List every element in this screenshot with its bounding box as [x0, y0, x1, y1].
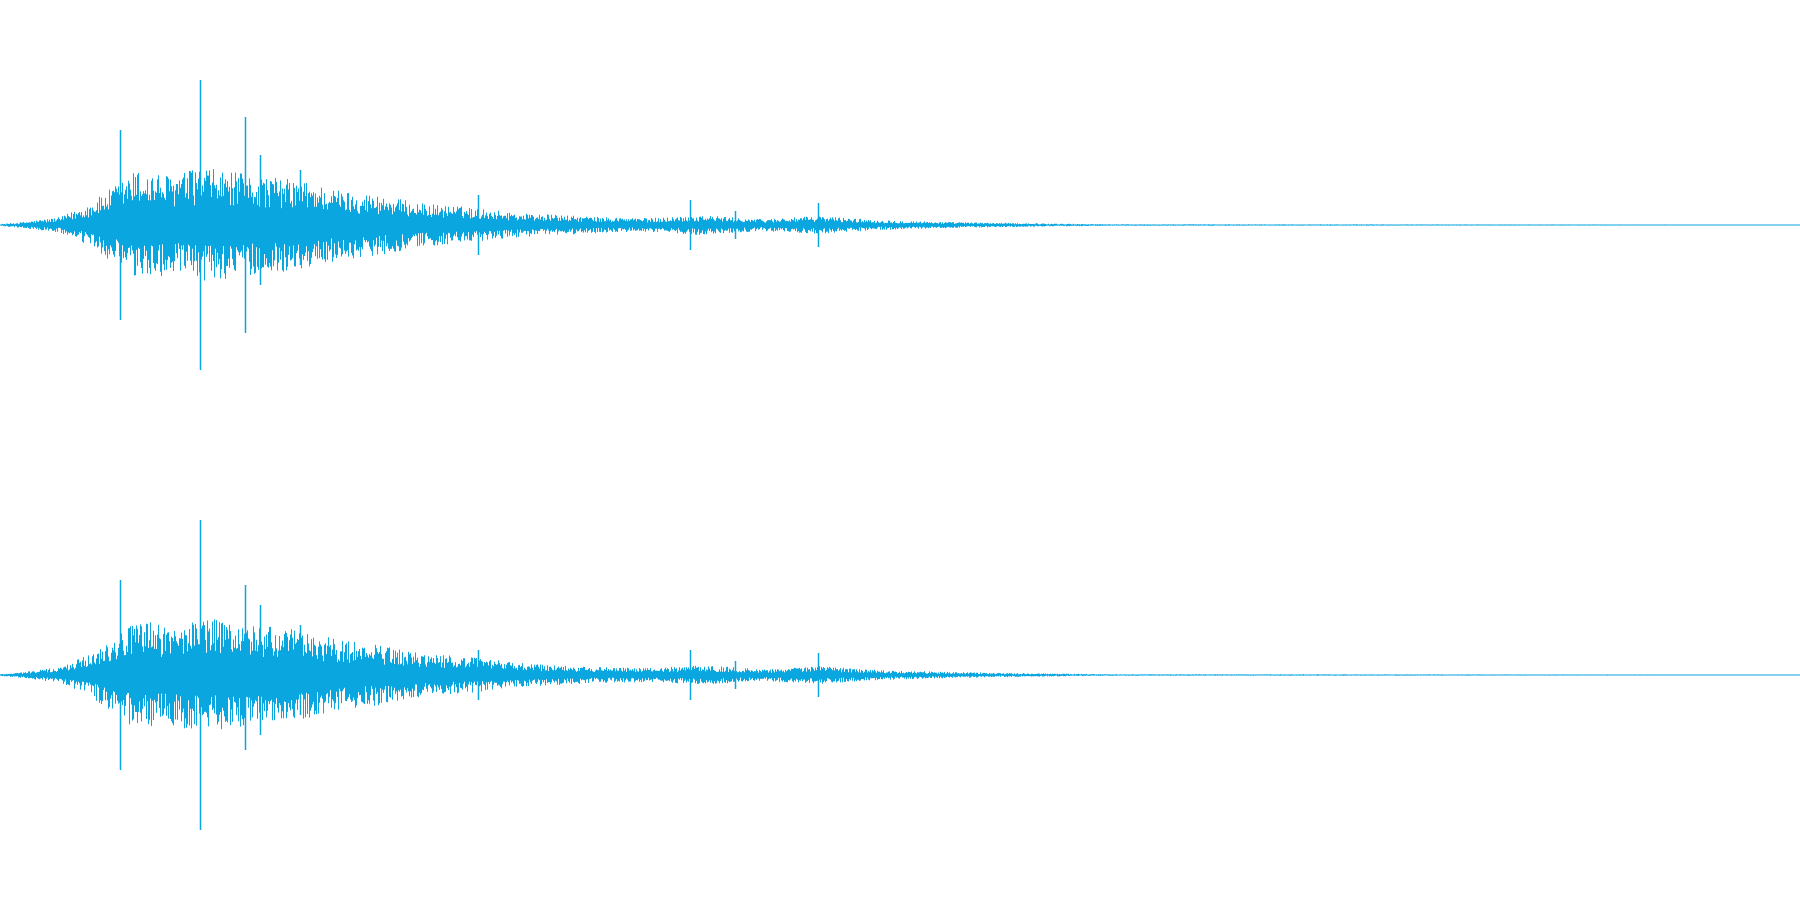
waveform-body: [0, 169, 1800, 281]
waveform-right-bars: [0, 520, 1800, 830]
waveform-channel-right: [0, 450, 1800, 900]
waveform-left-bars: [0, 80, 1800, 370]
waveform-channel-left: [0, 80, 1800, 370]
waveform-left-svg: [0, 80, 1800, 370]
waveform-right-svg: [0, 520, 1800, 830]
waveform-body: [0, 619, 1800, 730]
